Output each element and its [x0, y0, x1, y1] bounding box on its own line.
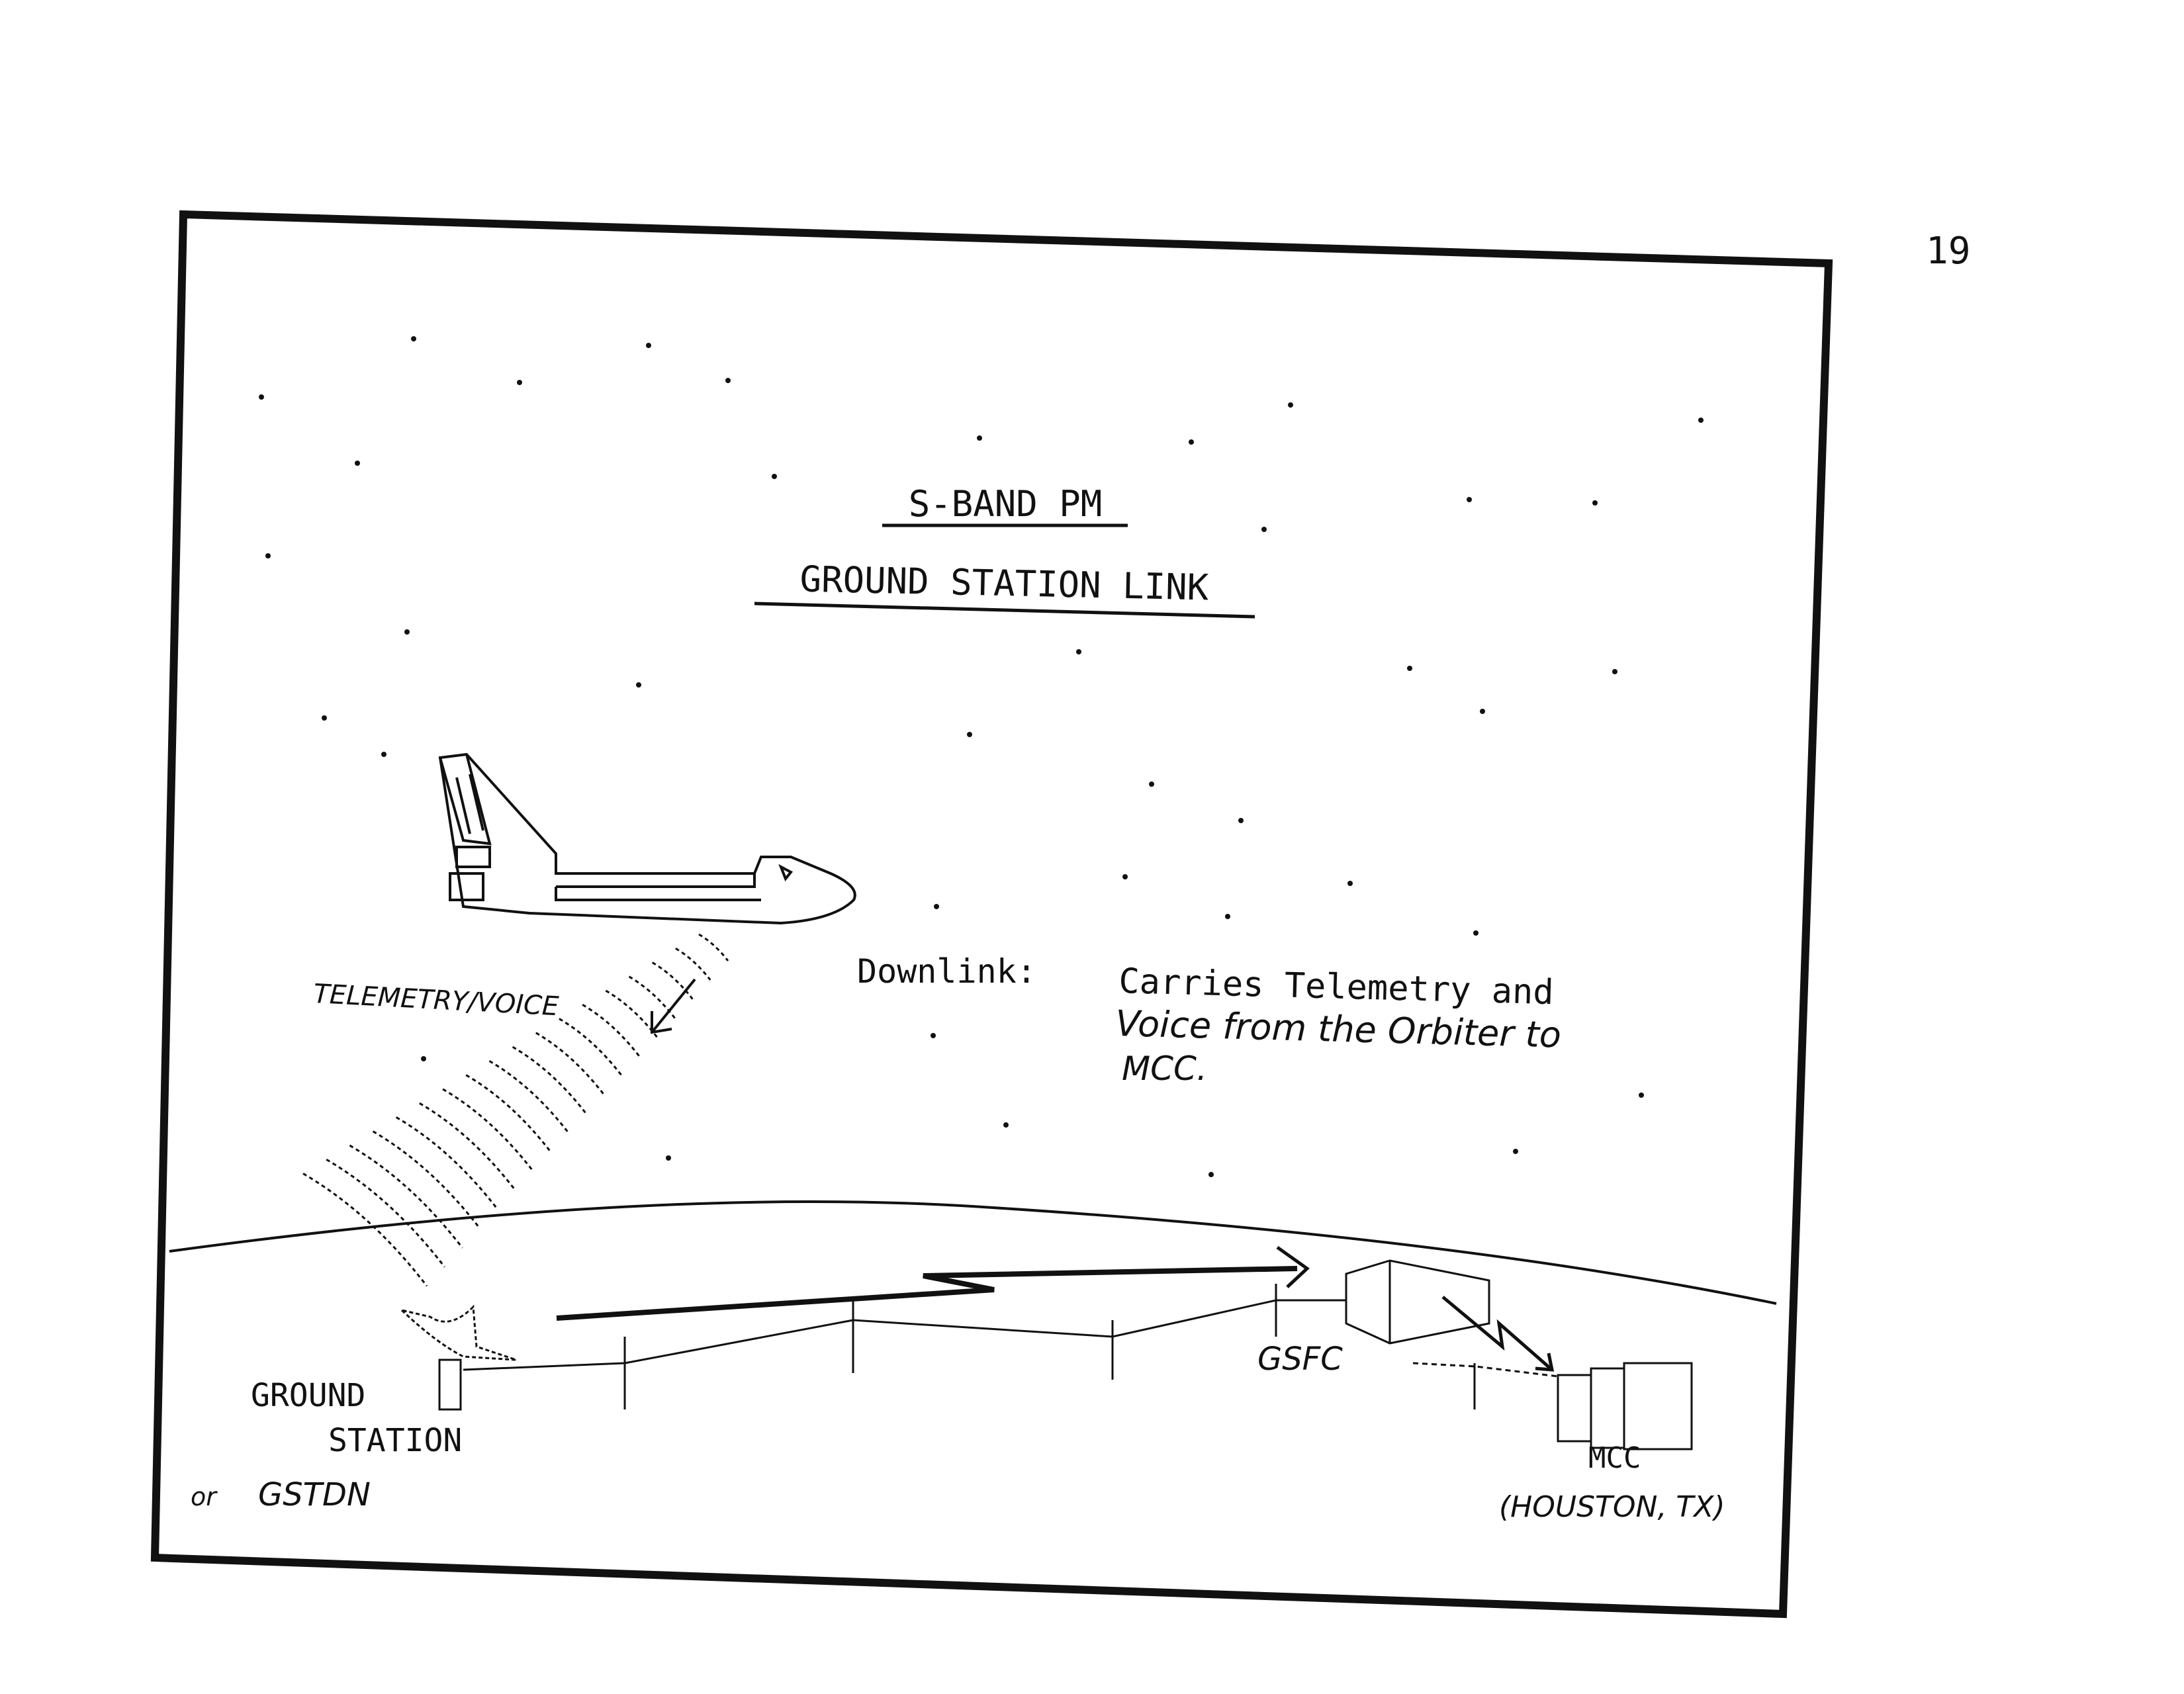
downlink-line-3: MCC.: [1122, 1049, 1207, 1088]
star: [1473, 930, 1479, 936]
signal-wave-arc: [651, 961, 694, 1000]
star: [1698, 418, 1704, 423]
star: [1288, 402, 1293, 408]
gstdn-label: GSTDN: [258, 1476, 371, 1513]
star: [1238, 818, 1244, 823]
star: [772, 474, 777, 479]
star: [931, 1033, 936, 1038]
star: [1407, 666, 1412, 671]
land-line-network: [463, 1284, 1559, 1409]
signal-wave-arc: [512, 1046, 588, 1115]
star: [1076, 649, 1081, 654]
star: [259, 394, 264, 400]
star: [1592, 500, 1598, 506]
telemetry-voice-label: TELEMETRY/VOICE: [312, 979, 560, 1022]
star: [666, 1155, 671, 1161]
star: [411, 336, 416, 341]
star: [934, 904, 939, 909]
star: [1639, 1092, 1644, 1098]
star: [636, 682, 641, 688]
ground-label: GROUND: [251, 1377, 365, 1414]
signal-wave-arc: [419, 1102, 517, 1191]
signal-wave-arc: [698, 933, 729, 961]
star: [977, 435, 982, 441]
star: [1513, 1149, 1518, 1154]
space-shuttle-orbiter: [438, 752, 856, 925]
star: [1467, 497, 1472, 502]
signal-wave-arc: [395, 1116, 499, 1210]
houston-label: (HOUSTON, TX): [1499, 1490, 1725, 1524]
station-label: STATION: [328, 1422, 462, 1459]
or-label: or: [191, 1482, 218, 1511]
star: [421, 1056, 426, 1061]
star: [1261, 527, 1267, 532]
gsfc-mcc-link-bolt: [1441, 1296, 1555, 1372]
downlink-signal-waves: [302, 933, 729, 1287]
downlink-prefix: Downlink:: [857, 952, 1036, 991]
signal-wave-arc: [372, 1130, 481, 1229]
star: [517, 380, 522, 385]
title-line1: S-BAND PM: [909, 483, 1103, 525]
gsfc-building: [1345, 1259, 1490, 1345]
signal-wave-arc: [559, 1018, 623, 1077]
star: [322, 715, 327, 721]
signal-wave-arc: [675, 947, 711, 981]
star: [1003, 1122, 1009, 1128]
star: [355, 461, 360, 466]
star: [1189, 439, 1194, 445]
mcc-building: [1557, 1362, 1693, 1450]
star: [646, 343, 651, 348]
earth-horizon: [169, 1200, 1777, 1305]
signal-wave-arc: [349, 1144, 463, 1249]
star: [1122, 874, 1128, 879]
ground-station-antenna: [398, 1304, 517, 1411]
star: [1612, 669, 1617, 674]
signal-wave-arc: [582, 1004, 641, 1057]
title-line2: GROUND STATION LINK: [799, 558, 1209, 609]
star: [404, 629, 410, 635]
diagram-frame: [150, 210, 1833, 1619]
signal-wave-arc: [442, 1088, 534, 1172]
page-number: 19: [1926, 230, 1970, 273]
signal-wave-arc: [535, 1032, 605, 1096]
telemetry-arrow: [651, 978, 696, 1034]
signal-wave-arc: [302, 1173, 428, 1287]
gsfc-label: GSFC: [1257, 1341, 1343, 1378]
signal-wave-arc: [488, 1060, 570, 1134]
relay-link-bolt: [556, 1245, 1310, 1321]
star: [725, 378, 731, 383]
star: [1347, 881, 1353, 886]
title-underline-2: [754, 602, 1255, 619]
star: [1149, 781, 1154, 787]
star: [1480, 709, 1485, 714]
stars: [259, 336, 1704, 1177]
signal-wave-arc: [605, 989, 659, 1038]
star: [1225, 914, 1230, 919]
signal-wave-arc: [628, 975, 676, 1019]
signal-wave-arc: [465, 1074, 552, 1153]
star: [1208, 1172, 1214, 1177]
signal-wave-arc: [326, 1158, 445, 1268]
mcc-label: MCC: [1588, 1441, 1641, 1475]
star: [265, 553, 271, 558]
star: [967, 732, 972, 737]
star: [381, 752, 387, 757]
